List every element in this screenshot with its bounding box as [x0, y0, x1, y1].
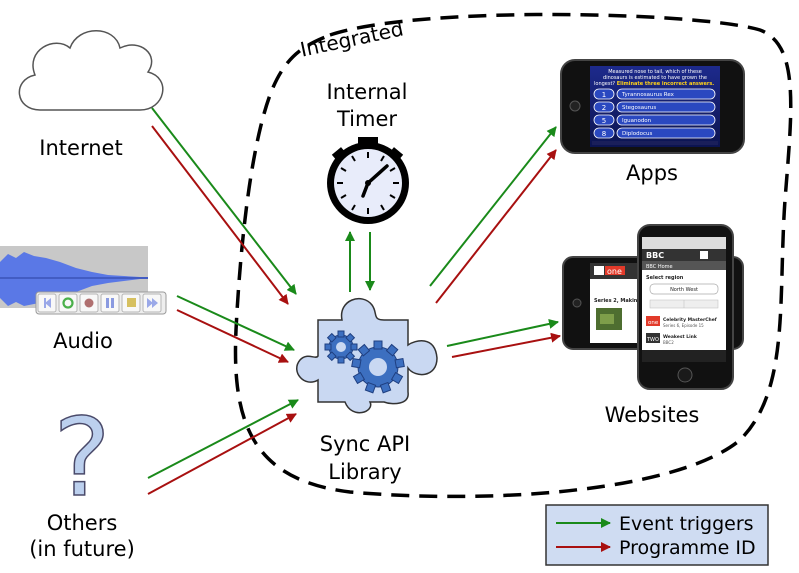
svg-text:Diplodocus: Diplodocus [622, 131, 653, 137]
svg-text:8: 8 [602, 130, 606, 138]
library-label-line2: Library [328, 460, 401, 484]
quiz-answer-3[interactable]: 5 Iguanodon [593, 114, 716, 126]
phone-header: BBC Home [646, 264, 673, 270]
others-label: Others [47, 511, 118, 535]
record-icon[interactable] [79, 293, 99, 313]
arrow-others-event [147, 399, 299, 479]
loop-icon[interactable] [58, 293, 78, 313]
svg-text:1: 1 [602, 91, 606, 99]
arrow-internet-event [151, 107, 297, 295]
arrow-library-websites-event [446, 319, 559, 347]
svg-text:Iguanodon: Iguanodon [622, 118, 652, 124]
legend-item-event-triggers: Event triggers [556, 513, 754, 535]
stop-icon[interactable] [121, 293, 141, 313]
svg-text:Series 6, Episode 15: Series 6, Episode 15 [663, 323, 704, 328]
quiz-answer-1[interactable]: 1 Tyrannosaurus Rex [593, 88, 716, 100]
library-label-line1: Sync API [320, 432, 411, 456]
question-mark-icon: ? [53, 396, 110, 521]
apps-label: Apps [626, 161, 678, 185]
timer-label-line2: Timer [336, 107, 397, 131]
tablet-channel: one [607, 267, 622, 276]
quiz-question-line1: Measured nose to tail, which of these [608, 69, 702, 75]
legend: Event triggers Programme ID [545, 504, 769, 566]
pause-icon[interactable] [100, 293, 120, 313]
quiz-question-line2: dinosaurs is estimated to have grown the [603, 75, 707, 81]
svg-text:Stegosaurus: Stegosaurus [622, 105, 656, 111]
internet-label: Internet [39, 136, 122, 160]
quiz-question-line3: longest? Eliminate three incorrect answe… [594, 81, 714, 87]
phone-brand: BBC [646, 251, 664, 260]
svg-text:BBC2: BBC2 [663, 340, 674, 345]
others-sublabel: (in future) [29, 537, 135, 561]
integrated-label: Integrated [298, 16, 405, 61]
rewind-icon[interactable] [37, 293, 57, 313]
audio-label: Audio [53, 329, 113, 353]
websites-phone: BBC BBC Home Select region North West on… [637, 224, 734, 390]
svg-text:TWO: TWO [646, 337, 659, 343]
arrow-others-programme [147, 413, 297, 495]
audio-transport-controls [35, 291, 167, 315]
timer-label-line1: Internal [327, 80, 408, 104]
arrow-library-apps-event [429, 126, 557, 287]
quiz-answer-4[interactable]: 8 Diplodocus [593, 127, 716, 139]
phone-region: North West [670, 287, 698, 293]
phone-select-region: Select region [646, 275, 684, 281]
legend-event-triggers-label: Event triggers [619, 513, 754, 535]
tablet-title: Series 2, Making T [594, 298, 647, 304]
apps-phone: Measured nose to tail, which of these di… [560, 59, 745, 154]
arrow-internet-programme [151, 125, 289, 305]
quiz-answer-2[interactable]: 2 Stegosaurus [593, 101, 716, 113]
websites-label: Websites [605, 403, 700, 427]
puzzle-gears-icon [296, 298, 438, 414]
fast-forward-icon[interactable] [142, 293, 162, 313]
arrow-library-websites-programme [451, 332, 561, 358]
arrow-library-apps-programme [435, 149, 557, 304]
cloud-icon [18, 30, 164, 111]
svg-text:one: one [648, 320, 659, 326]
svg-text:Tyrannosaurus Rex: Tyrannosaurus Rex [621, 92, 675, 98]
legend-item-programme-id: Programme ID [556, 537, 756, 559]
phone-listing-2[interactable]: TWO Weakest Link BBC2 [646, 333, 698, 345]
integrated-region-border [233, 12, 793, 499]
svg-text:5: 5 [602, 117, 606, 125]
arrow-audio-event [176, 295, 295, 351]
stopwatch-icon [327, 137, 409, 224]
arrow-audio-programme [176, 309, 289, 363]
svg-text:Weakest Link: Weakest Link [663, 334, 698, 340]
phone-listing-1[interactable]: one Celebrity MasterChef Series 6, Episo… [646, 316, 717, 328]
legend-programme-id-label: Programme ID [619, 537, 756, 559]
svg-text:Celebrity MasterChef: Celebrity MasterChef [663, 317, 717, 323]
svg-text:2: 2 [602, 104, 606, 112]
